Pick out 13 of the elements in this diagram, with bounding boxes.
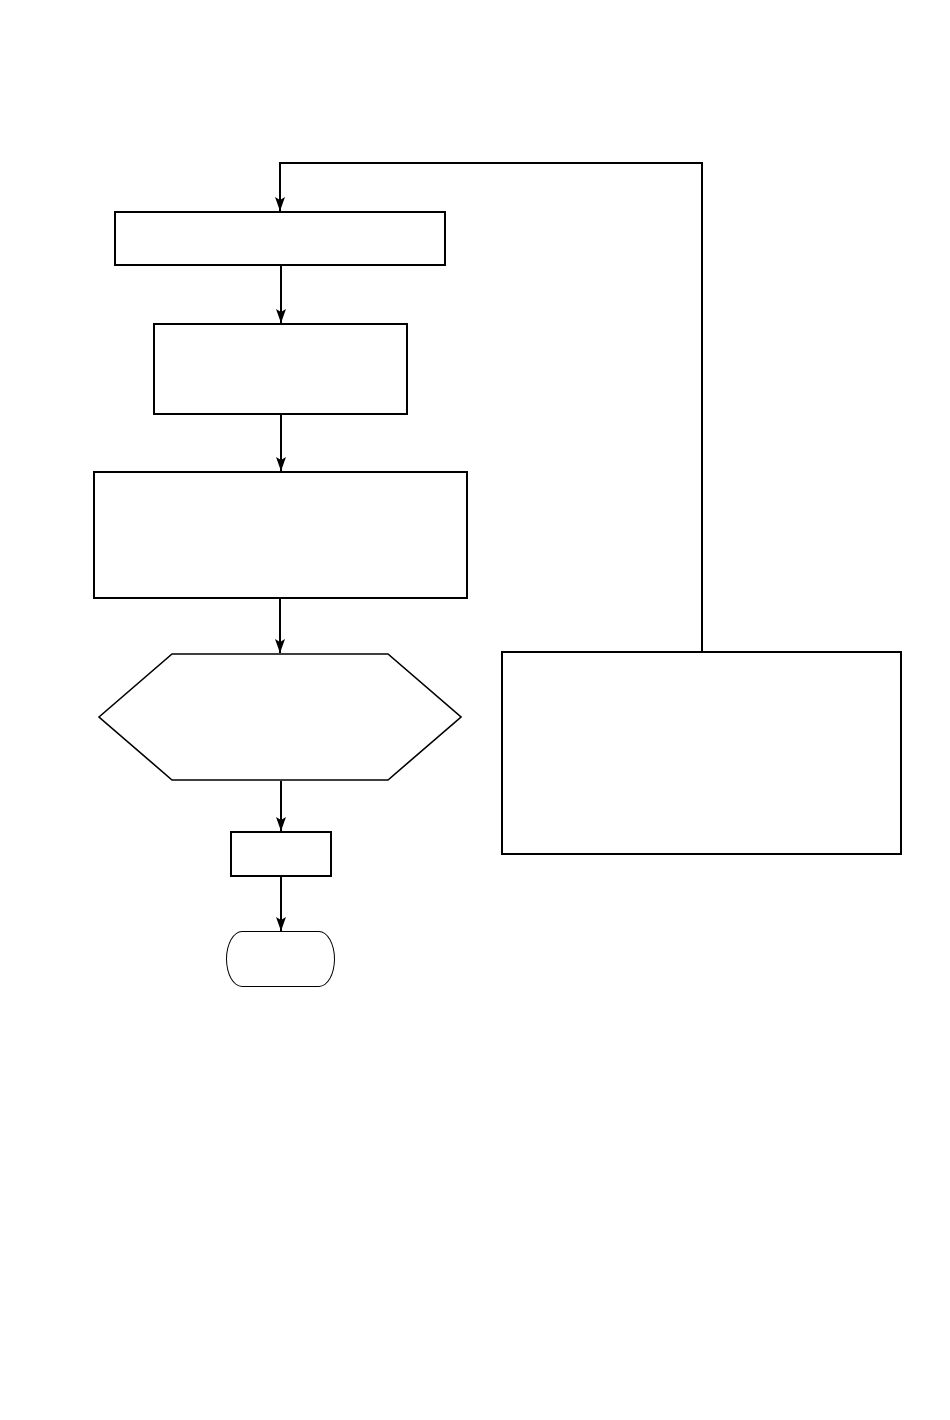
arrow	[276, 265, 286, 324]
hexagon-shape	[98, 653, 462, 781]
arrow	[275, 598, 285, 654]
arrow	[276, 414, 286, 472]
process-box	[93, 471, 468, 599]
terminator-capsule	[226, 931, 335, 987]
process-box	[230, 831, 332, 877]
arrow	[276, 780, 286, 832]
arrow	[276, 876, 286, 932]
process-box	[153, 323, 408, 415]
process-box	[501, 651, 902, 855]
process-box	[114, 211, 446, 266]
arrow	[275, 162, 703, 652]
